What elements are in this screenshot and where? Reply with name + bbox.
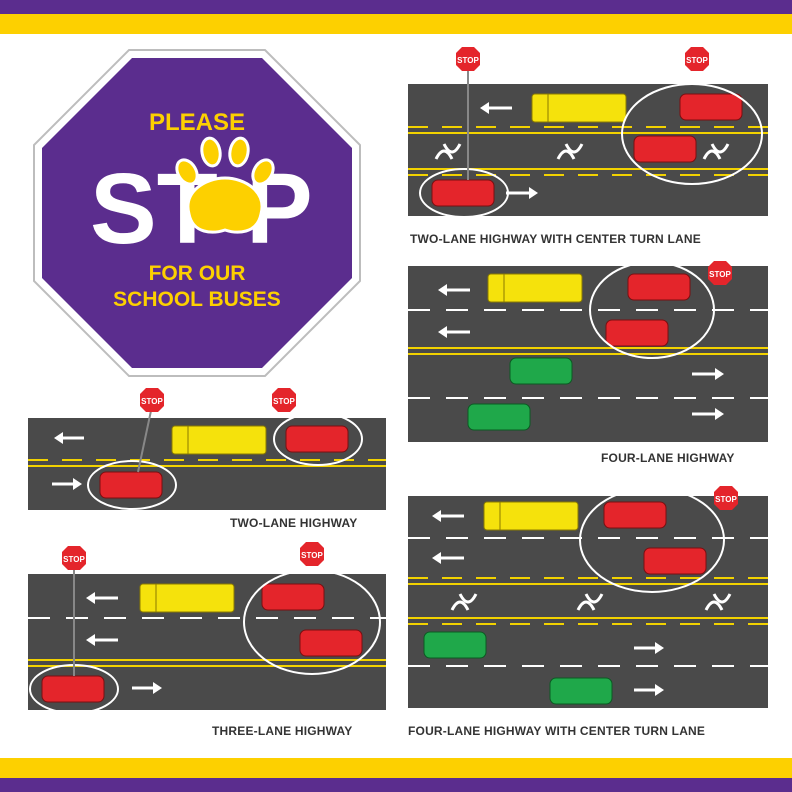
- turn-arrows-icon: [576, 593, 604, 611]
- red-car: [99, 471, 163, 499]
- school-bus: [531, 93, 627, 123]
- paw-icon: [175, 136, 275, 234]
- stop-sign-icon: STOP: [140, 388, 164, 412]
- highlight-circle: [579, 487, 725, 593]
- turn-arrows-icon: [434, 143, 462, 160]
- panel-four-lane-center-turn: STOP: [408, 484, 768, 716]
- school-bus: [171, 425, 267, 455]
- caption-three-lane: THREE-LANE HIGHWAY: [212, 724, 353, 738]
- stop-sign-icon: STOP: [300, 542, 324, 566]
- school-bus: [483, 501, 579, 531]
- turn-arrows-icon: [450, 593, 478, 611]
- caption-two-lane-center: TWO-LANE HIGHWAY WITH CENTER TURN LANE: [410, 232, 701, 246]
- svg-text:STOP: STOP: [273, 397, 295, 406]
- panel-two-lane-center-turn: STOP STOP: [408, 44, 768, 220]
- highlight-circle: [621, 83, 763, 185]
- green-car: [549, 677, 613, 705]
- bottom-gold-band: [0, 758, 792, 778]
- highlight-circle: [87, 460, 177, 510]
- arrow-left-icon: [432, 510, 464, 522]
- arrow-right-icon: [634, 684, 664, 696]
- svg-text:STOP: STOP: [686, 56, 708, 65]
- top-gold-band: [0, 14, 792, 34]
- red-car: [603, 501, 667, 529]
- arrow-left-icon: [438, 326, 470, 338]
- bottom-purple-band: [0, 778, 792, 792]
- stop-sign-icon: STOP: [62, 546, 86, 570]
- red-car: [605, 319, 669, 347]
- green-car: [467, 403, 531, 431]
- panel-four-lane: STOP: [408, 260, 768, 446]
- arrow-left-icon: [438, 284, 470, 296]
- stop-sign-icon: STOP: [714, 486, 738, 510]
- arrow-right-icon: [692, 368, 724, 380]
- red-car: [299, 629, 363, 657]
- highlight-circle: [243, 569, 381, 675]
- svg-text:STOP: STOP: [141, 397, 163, 406]
- arrow-left-icon: [86, 592, 118, 604]
- stop-sign-icon: STOP: [456, 47, 480, 71]
- svg-text:STOP: STOP: [709, 270, 731, 279]
- svg-text:STOP: STOP: [715, 495, 737, 504]
- panel-two-lane: STOP STOP: [28, 386, 386, 520]
- please-stop-sign: PLEASE ST P FOR OUR SCHOOL BUSES: [32, 48, 362, 378]
- sign-for-our-text: FOR OUR: [149, 262, 246, 285]
- stop-sign-icon: STOP: [272, 388, 296, 412]
- red-car: [633, 135, 697, 163]
- highlight-circle: [273, 412, 363, 466]
- caption-two-lane: TWO-LANE HIGHWAY: [230, 516, 358, 530]
- arrow-left-icon: [54, 432, 84, 444]
- red-car: [261, 583, 325, 611]
- arrow-right-icon: [506, 187, 538, 199]
- turn-arrows-icon: [556, 143, 584, 160]
- panel-three-lane: STOP STOP: [28, 542, 386, 716]
- arrow-left-icon: [480, 102, 512, 114]
- red-car: [643, 547, 707, 575]
- arrow-right-icon: [634, 642, 664, 654]
- red-car: [679, 93, 743, 121]
- top-purple-band: [0, 0, 792, 14]
- svg-text:STOP: STOP: [301, 551, 323, 560]
- arrow-right-icon: [132, 682, 162, 694]
- green-car: [423, 631, 487, 659]
- svg-text:STOP: STOP: [457, 56, 479, 65]
- school-bus: [139, 583, 235, 613]
- sign-please-text: PLEASE: [149, 109, 245, 136]
- highlight-circle: [589, 261, 715, 359]
- stop-sign-icon: STOP: [685, 47, 709, 71]
- stop-sign-icon: STOP: [708, 261, 732, 285]
- sign-school-buses-text: SCHOOL BUSES: [113, 288, 281, 311]
- red-car: [431, 179, 495, 207]
- caption-four-lane-center: FOUR-LANE HIGHWAY WITH CENTER TURN LANE: [408, 724, 706, 738]
- turn-arrows-icon: [702, 143, 730, 160]
- red-car: [285, 425, 349, 453]
- caption-four-lane: FOUR-LANE HIGHWAY: [601, 451, 735, 465]
- turn-arrows-icon: [704, 593, 732, 611]
- arrow-right-icon: [52, 478, 82, 490]
- arrow-right-icon: [692, 408, 724, 420]
- school-bus: [487, 273, 583, 303]
- red-car: [41, 675, 105, 703]
- green-car: [509, 357, 573, 385]
- svg-text:STOP: STOP: [63, 555, 85, 564]
- arrow-left-icon: [86, 634, 118, 646]
- red-car: [627, 273, 691, 301]
- highlight-circle: [419, 168, 509, 218]
- arrow-left-icon: [432, 552, 464, 564]
